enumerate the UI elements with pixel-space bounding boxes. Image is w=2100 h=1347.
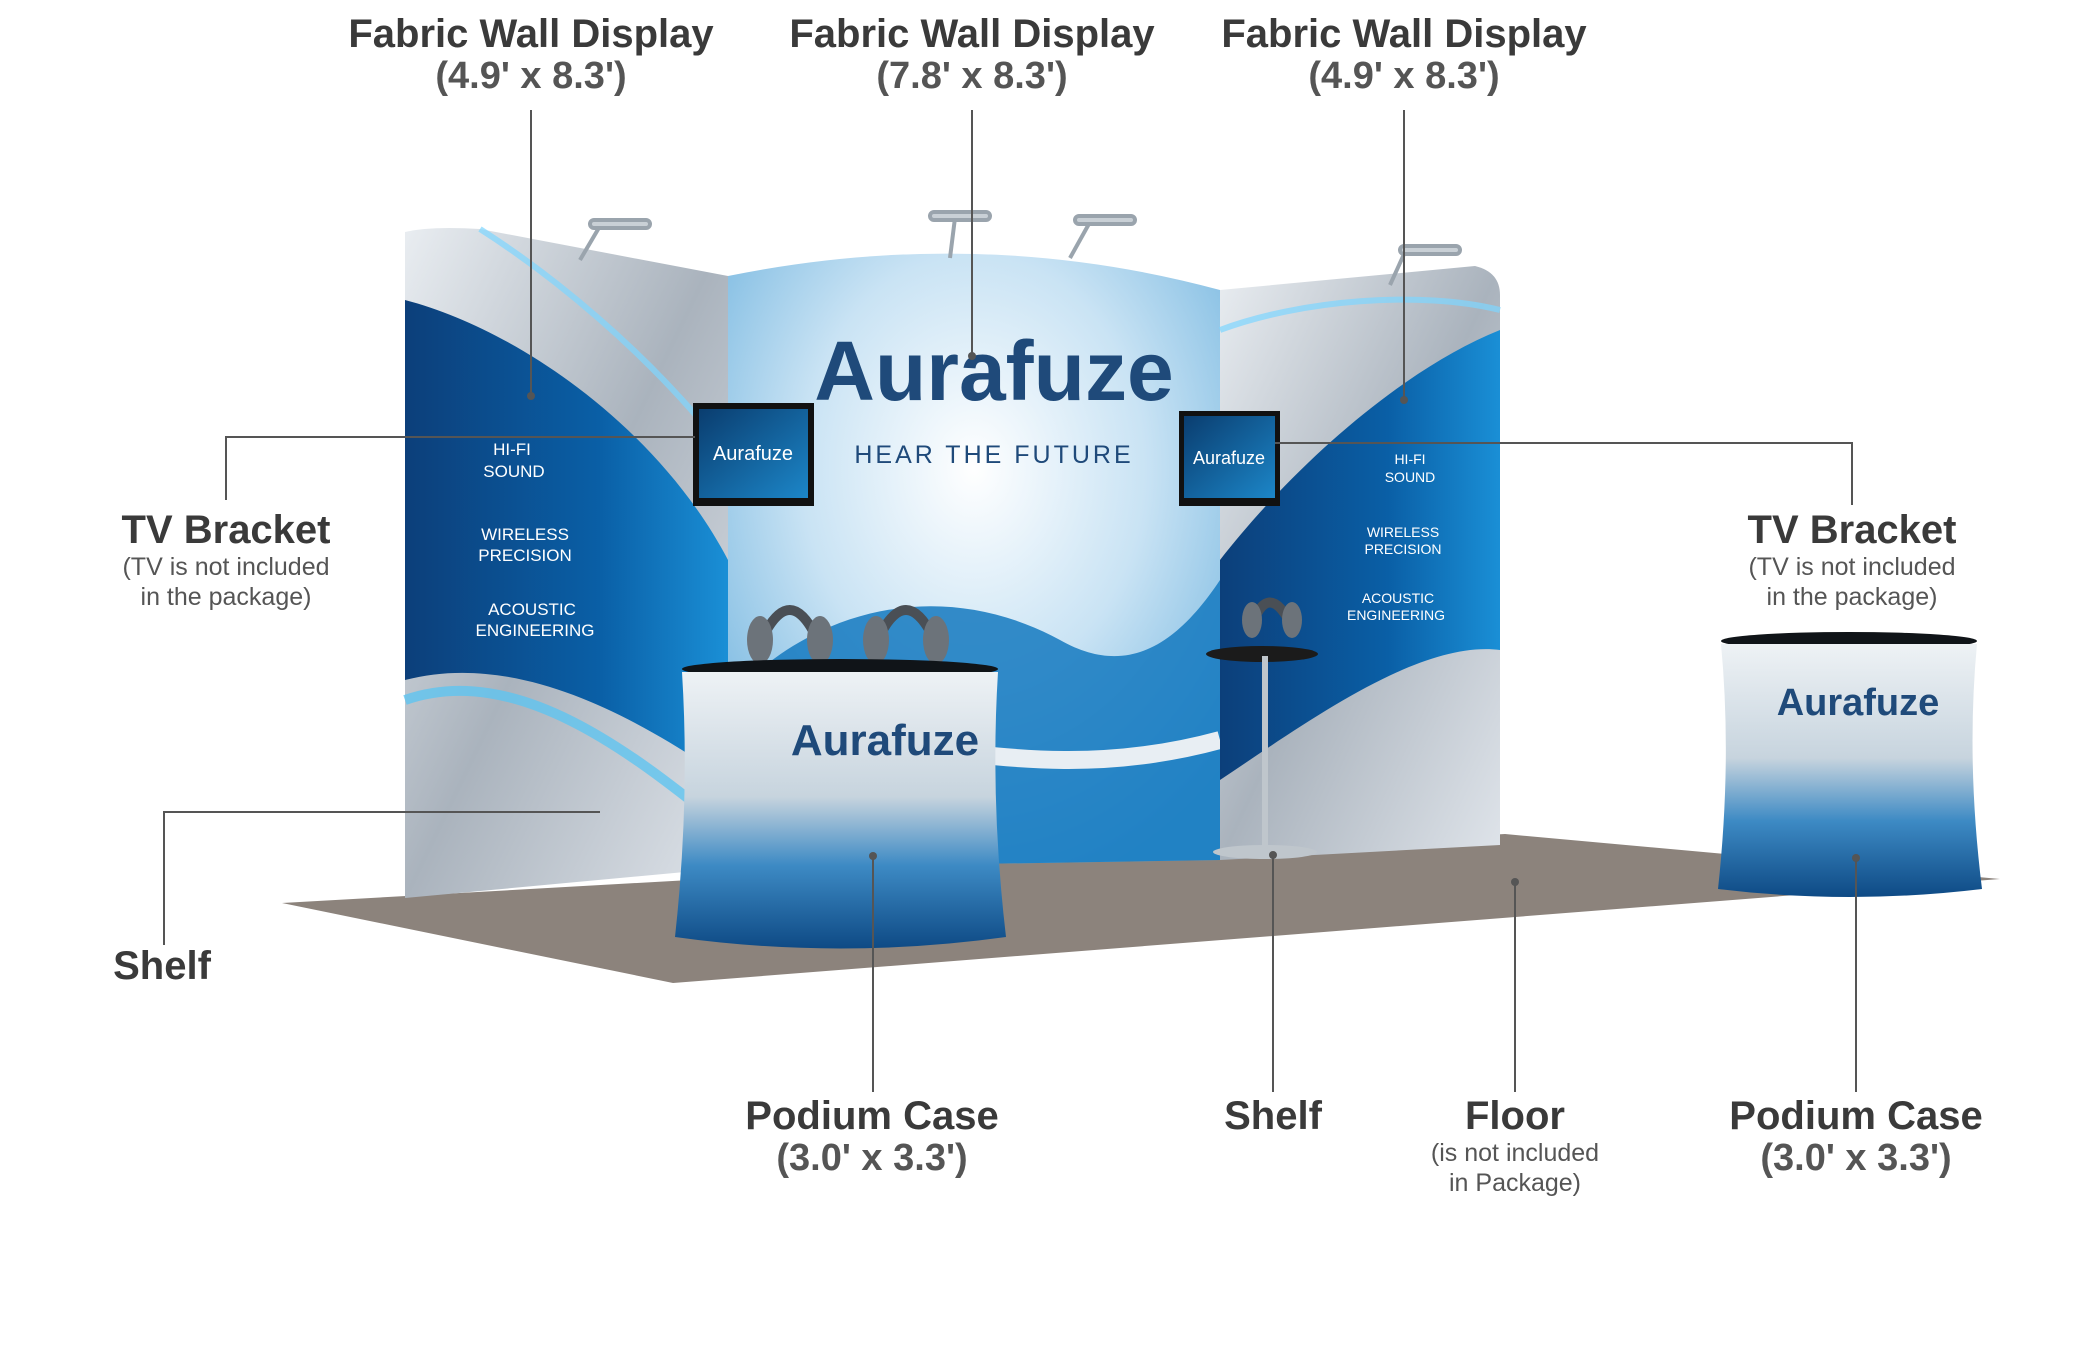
tv-left-brand: Aurafuze <box>713 443 793 465</box>
label-title: TV Bracket <box>1747 508 1957 552</box>
left-feature-line: ENGINEERING <box>475 621 594 640</box>
label-note: in Package) <box>1448 1169 1582 1197</box>
booth-tagline: HEAR THE FUTURE <box>854 441 1133 469</box>
left-feature-line: SOUND <box>483 462 544 481</box>
right-panel-features: HI-FI SOUND WIRELESS PRECISION ACOUSTIC … <box>1347 451 1445 623</box>
light-fixtures <box>578 210 1462 286</box>
label-note: (TV is not included <box>1748 553 1956 581</box>
label-title: Fabric Wall Display <box>1221 12 1587 56</box>
booth-brand-logo: Aurafuze <box>814 324 1173 418</box>
label-dims: (4.9' x 8.3') <box>1308 55 1500 97</box>
label-podium-left: Podium Case (3.0' x 3.3') <box>745 1094 998 1178</box>
label-title: Fabric Wall Display <box>789 12 1155 56</box>
headphone-cups <box>747 602 1302 664</box>
leader-tv-right <box>1275 442 1853 505</box>
right-feature-line: ACOUSTIC <box>1362 590 1434 606</box>
wall-left-wave <box>405 300 728 780</box>
right-feature-line: ENGINEERING <box>1347 607 1445 623</box>
label-dims: (3.0' x 3.3') <box>776 1137 968 1179</box>
label-podium-right: Podium Case (3.0' x 3.3') <box>1729 1094 1982 1178</box>
right-feature-line: PRECISION <box>1364 541 1441 557</box>
leader-endpoints <box>527 352 1860 886</box>
leader-shelf-left <box>163 811 600 945</box>
label-note: (is not included <box>1430 1139 1600 1167</box>
left-panel-features: HI-FI SOUND WIRELESS PRECISION ACOUSTIC … <box>475 440 594 640</box>
wall-left-swoosh-2 <box>478 226 703 422</box>
label-dims: (3.0' x 3.3') <box>1760 1137 1952 1179</box>
tv-right: Aurafuze <box>1179 411 1280 506</box>
leader-dot <box>869 852 877 860</box>
right-feature-line: WIRELESS <box>1367 524 1439 540</box>
label-note: in the package) <box>140 583 312 611</box>
podium-right: Aurafuze <box>1718 632 1982 897</box>
leader-tv-left <box>225 436 695 500</box>
label-wall-right: Fabric Wall Display (4.9' x 8.3') <box>1221 12 1586 96</box>
label-title: TV Bracket <box>121 508 331 552</box>
wall-right-swoosh <box>1218 296 1501 333</box>
leader-dot <box>968 352 976 360</box>
podium-left-brand: Aurafuze <box>791 716 979 765</box>
label-dims: (4.9' x 8.3') <box>435 55 627 97</box>
leader-dot <box>527 392 535 400</box>
leader-dot <box>1852 854 1860 862</box>
label-title: Shelf <box>1224 1094 1322 1138</box>
label-floor: Floor (is not included in Package) <box>1431 1094 1599 1198</box>
label-title: Podium Case <box>1729 1094 1983 1138</box>
label-dims: (7.8' x 8.3') <box>876 55 1068 97</box>
left-feature-line: ACOUSTIC <box>488 600 576 619</box>
right-feature-line: SOUND <box>1385 469 1436 485</box>
leader-dot <box>1269 851 1277 859</box>
label-shelf-left: Shelf <box>113 944 211 988</box>
leader-dot <box>1400 396 1408 404</box>
right-feature-line: HI-FI <box>1394 451 1425 467</box>
label-wall-left: Fabric Wall Display (4.9' x 8.3') <box>348 12 713 96</box>
left-feature-line: PRECISION <box>478 546 572 565</box>
label-note: in the package) <box>1766 583 1938 611</box>
shelf-stand <box>1206 646 1318 859</box>
label-title: Shelf <box>113 944 211 988</box>
podium-left: Aurafuze <box>675 659 1006 949</box>
label-wall-center: Fabric Wall Display (7.8' x 8.3') <box>789 12 1154 96</box>
floor <box>282 834 2000 983</box>
podium-right-brand: Aurafuze <box>1777 682 1940 724</box>
leader-lines <box>163 110 1857 1092</box>
tv-right-brand: Aurafuze <box>1193 448 1265 468</box>
left-feature-line: WIRELESS <box>481 525 569 544</box>
label-tv-left: TV Bracket (TV is not included in the pa… <box>122 508 331 612</box>
label-note: (TV is not included <box>122 553 330 581</box>
leader-dot <box>1511 878 1519 886</box>
label-title: Podium Case <box>745 1094 999 1138</box>
label-tv-right: TV Bracket (TV is not included in the pa… <box>1748 508 1957 612</box>
tv-left: Aurafuze <box>693 403 814 506</box>
label-title: Fabric Wall Display <box>348 12 714 56</box>
label-shelf-center: Shelf <box>1224 1094 1322 1138</box>
label-title: Floor <box>1465 1094 1565 1138</box>
left-feature-line: HI-FI <box>493 440 531 459</box>
